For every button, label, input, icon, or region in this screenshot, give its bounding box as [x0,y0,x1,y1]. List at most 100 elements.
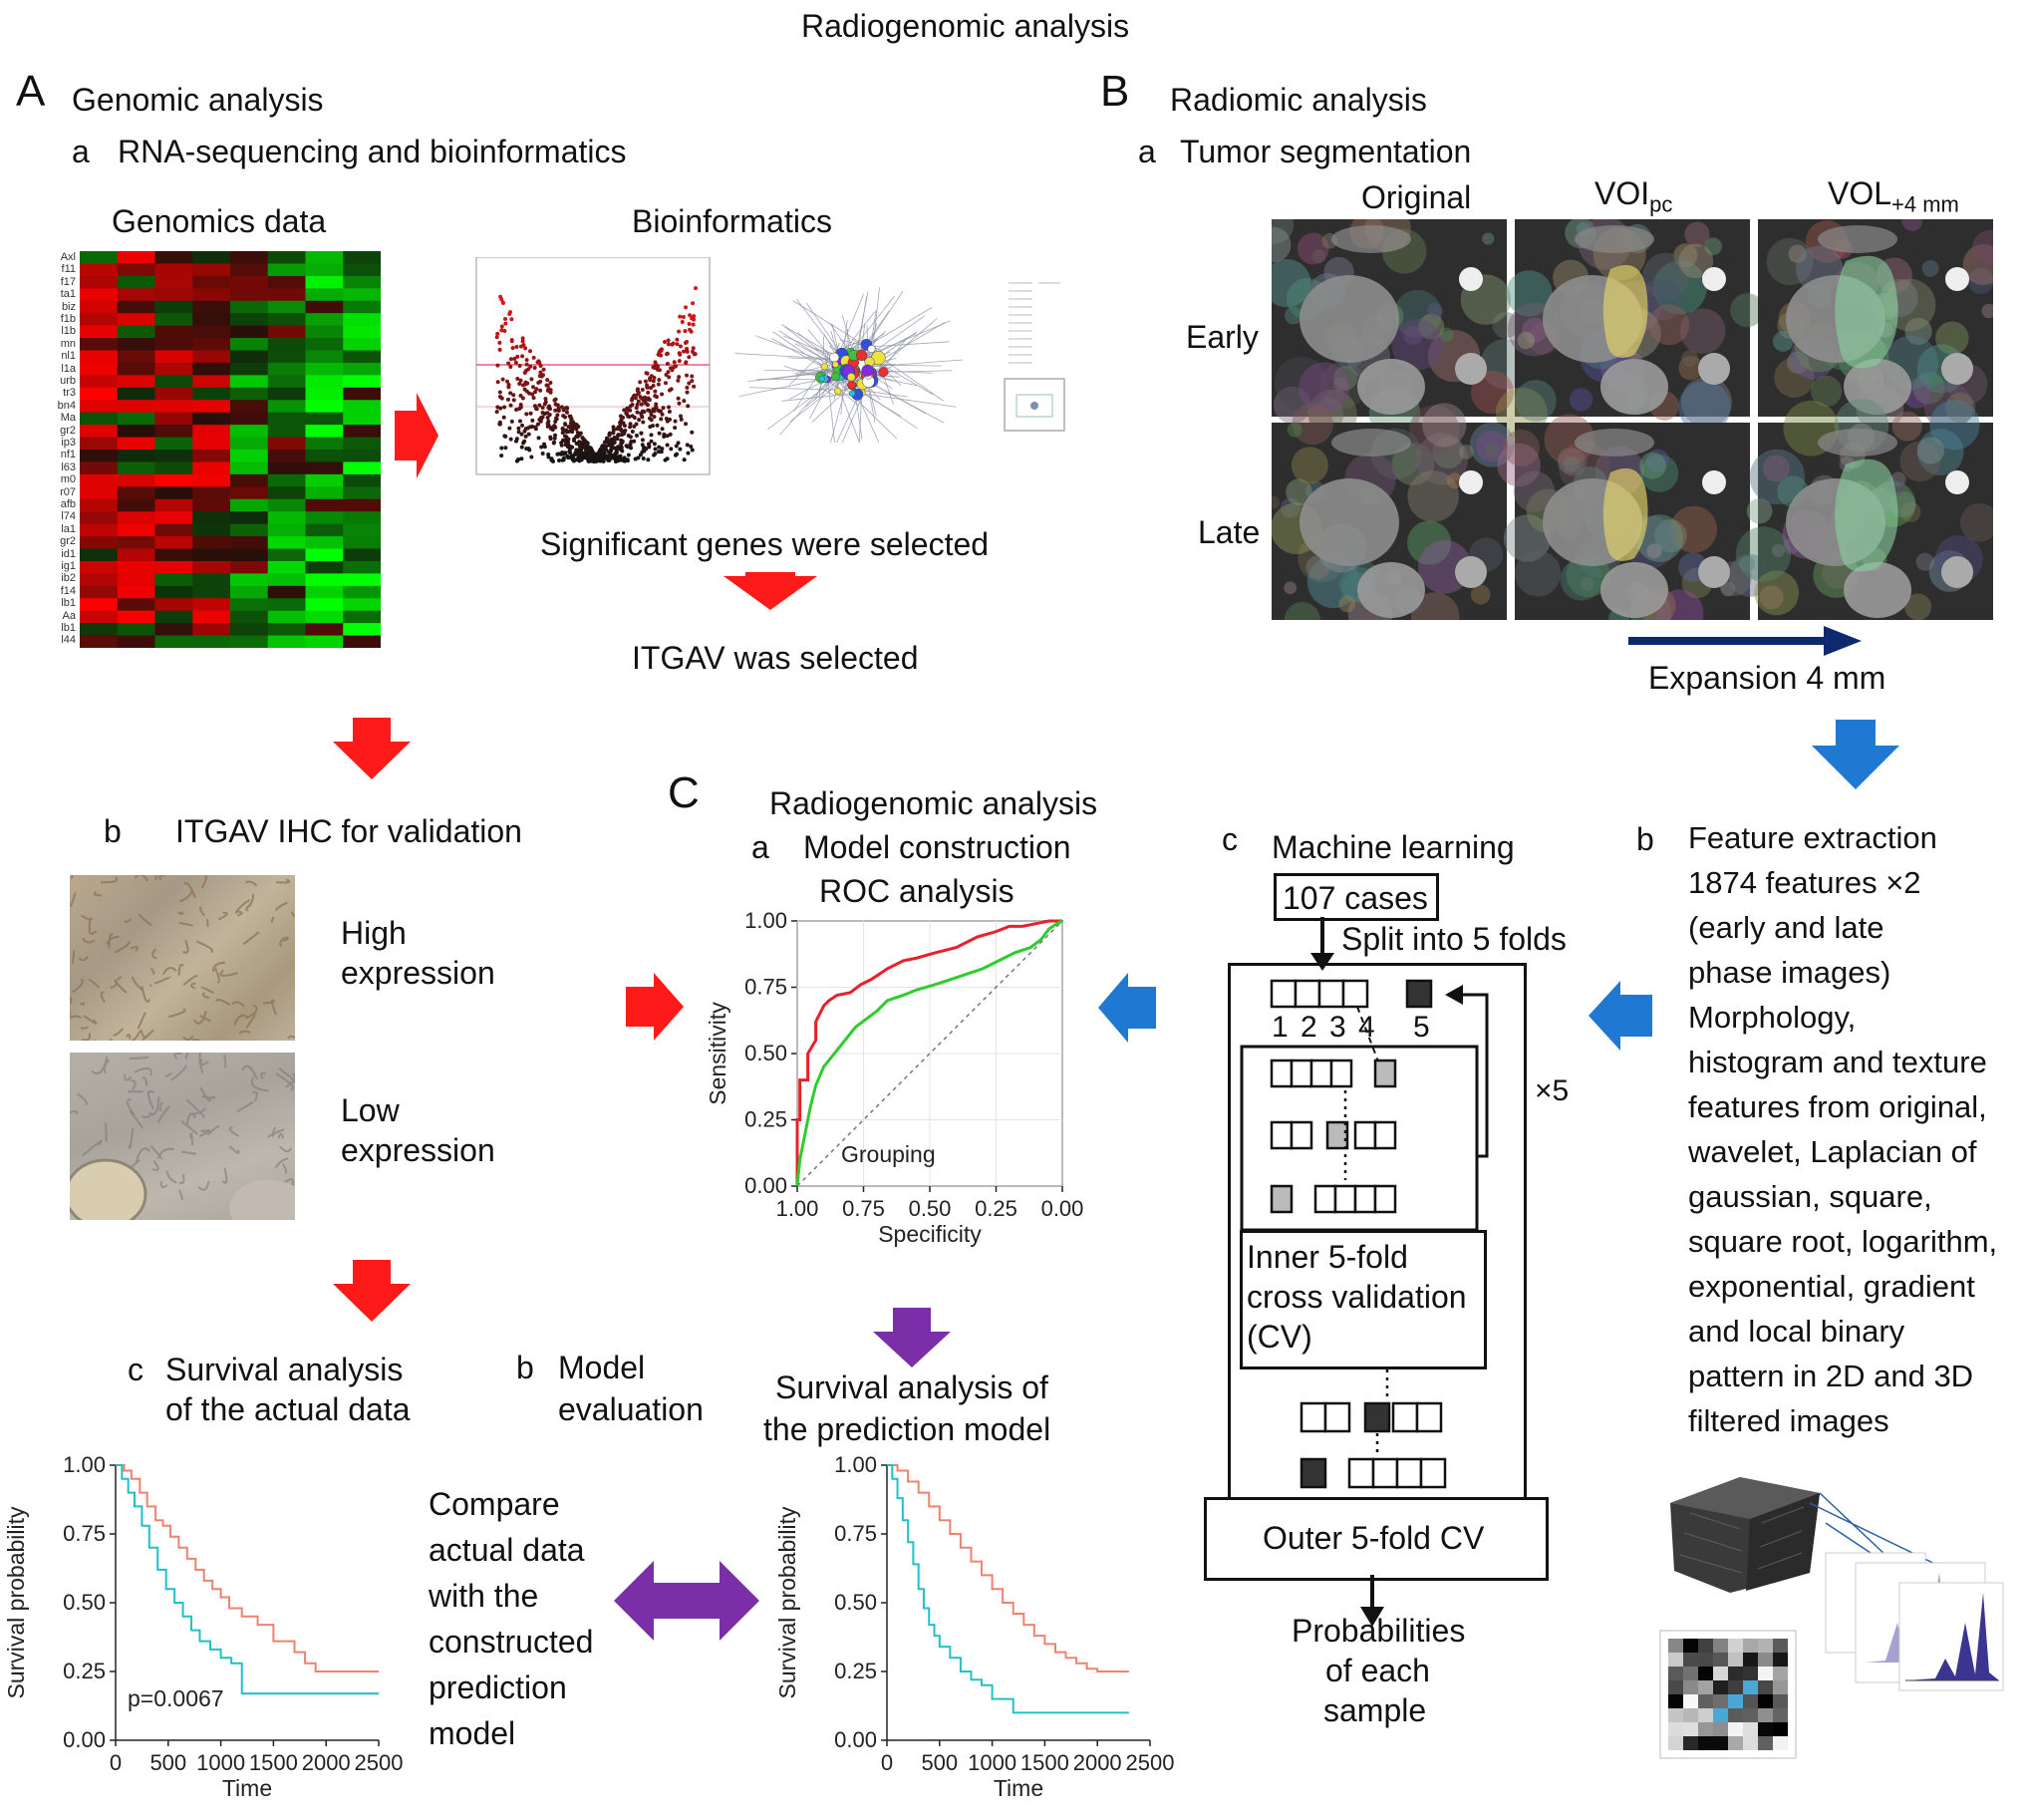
y-tick-label: 0.75 [744,975,787,1000]
ihc-fiber [180,1150,196,1155]
heatmap-cell [305,511,344,525]
voi-overlay [1602,264,1648,358]
lbp-cell [1713,1653,1728,1667]
volcano-point [568,451,573,455]
volcano-point [659,353,664,358]
ihc-fiber [182,1035,194,1041]
volcano-point [538,364,543,369]
y-tick-label: 0.75 [834,1521,877,1546]
heatmap-cell [192,585,231,599]
gene-label: f1b [60,313,76,325]
volcano-point [563,406,568,411]
heatmap-cell [80,473,119,487]
heatmap-cell [267,275,306,289]
lbp-cell [1728,1639,1743,1653]
panel-a-b-tag: b [104,813,122,849]
ihc-fiber [182,881,196,899]
lbp-cell [1683,1639,1698,1653]
lbp-cell [1713,1736,1728,1750]
heatmap-cell [343,437,381,451]
ihc-fiber [177,911,184,916]
compare-line-1: Compare [429,1486,560,1522]
volcano-point [615,437,620,442]
lbp-cell [1668,1680,1683,1694]
volcano-point [637,418,642,423]
volcano-point [531,385,536,390]
volcano-point [520,336,525,341]
ihc-fiber [274,1157,289,1168]
panel-b-a-label: Tumor segmentation [1180,134,1472,169]
fold-block [1290,1120,1313,1150]
heatmap-cell [343,325,381,339]
lbp-cell [1698,1722,1713,1736]
feature-line: features from original, [1688,1089,1987,1124]
ihc-fiber [135,1147,151,1165]
volcano-point [655,423,660,428]
volcano-point [677,375,682,380]
lbp-cell [1683,1708,1698,1722]
volcano-point [590,454,595,458]
lbp-cell [1773,1722,1788,1736]
heatmap-cell [267,498,306,512]
gene-label: urb [60,375,76,387]
heatmap-cell [80,585,119,599]
lbp-cell [1743,1653,1758,1667]
heatmap-cell [80,498,119,512]
ihc-fiber [190,982,196,990]
heatmap-cell [192,437,231,451]
fold-block [1391,1401,1419,1433]
volcano-point [609,440,614,445]
lbp-cell [1743,1708,1758,1722]
heatmap-cell [343,313,381,327]
volcano-point [509,339,514,344]
network-edge [836,395,859,443]
x-tick-label: 2500 [355,1750,404,1775]
compare-text-block: Compare actual data with the constructed… [429,1481,628,1756]
ihc-fiber [82,1139,103,1157]
lbp-cell [1728,1708,1743,1722]
lbp-cell [1728,1694,1743,1708]
heatmap-cell [192,362,231,376]
heatmap-cell [192,412,231,426]
volcano-point [520,339,525,344]
heatmap-cell [154,635,193,648]
volcano-point [640,415,645,420]
ihc-fiber [158,1101,163,1112]
volcano-point [516,430,521,435]
heatmap-cell [154,450,193,462]
volcano-point [649,418,654,423]
heatmap-cell [192,288,231,302]
volcano-point [518,402,523,407]
ct-tissue [1272,259,1311,308]
network-edge [872,358,934,396]
volcano-point [565,445,570,450]
volcano-point [682,457,687,462]
heatmap-cell [80,523,119,537]
heatmap-cell [117,573,155,587]
heatmap-cell [343,536,381,549]
ihc-fiber [93,891,102,897]
lbp-cell [1743,1694,1758,1708]
volcano-point [514,407,519,412]
ct-tissue [1735,526,1792,582]
volcano-point [603,455,608,460]
volcano-point [546,387,551,392]
probs-line-3: sample [1323,1692,1427,1728]
ct-tissue [1338,595,1356,613]
volcano-point [539,445,544,450]
heatmap-cell [305,400,344,414]
volcano-point [676,396,681,401]
fold-block [1329,1059,1353,1088]
volcano-point [657,431,662,436]
ihc-fiber [245,903,252,912]
heatmap-cell [154,338,193,351]
gene-label: f11 [61,263,76,276]
volcano-point [570,430,575,435]
volcano-point [653,389,658,394]
volcano-point [635,402,640,407]
volcano-point [549,457,554,462]
cases-box: 107 cases [1274,873,1439,921]
heatmap-cell [343,610,381,624]
ct-tissue [1391,318,1443,371]
